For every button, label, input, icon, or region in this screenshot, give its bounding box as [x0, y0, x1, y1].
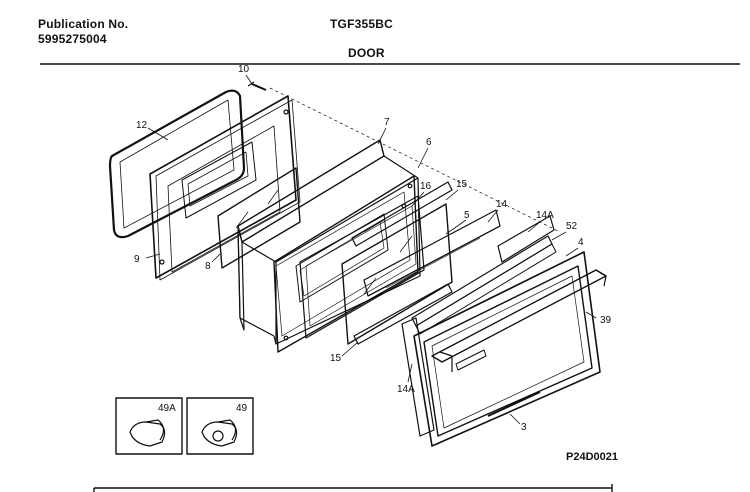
callout-14a-bottom: 14A — [397, 384, 415, 395]
callout-6: 6 — [426, 137, 432, 148]
part-insulation — [363, 209, 501, 297]
callout-14a-top: 14A — [536, 210, 554, 221]
section-title: DOOR — [348, 46, 385, 60]
bottom-frame — [93, 484, 613, 492]
callout-49a: 49A — [158, 403, 176, 414]
part-insulation-strip-bottom — [401, 317, 435, 437]
part-screw — [247, 81, 267, 91]
callout-39: 39 — [600, 315, 612, 326]
callout-9: 9 — [134, 254, 140, 265]
callout-8: 8 — [205, 261, 211, 272]
part-door-handle — [431, 269, 607, 372]
part-insulation-strip-top — [497, 215, 555, 263]
part-window-pack — [299, 195, 425, 339]
inset-box-49 — [186, 397, 254, 455]
callout-14: 14 — [496, 199, 508, 210]
model-number: TGF355BC — [330, 17, 393, 31]
callout-4: 4 — [578, 237, 584, 248]
callout-16: 16 — [420, 181, 432, 192]
callout-15-top: 15 — [456, 179, 468, 190]
part-glass-retainer-bottom — [353, 283, 453, 345]
callout-12: 12 — [136, 120, 148, 131]
callout-10: 10 — [238, 64, 250, 75]
part-gasket — [108, 89, 246, 239]
drawing-code: P24D0021 — [566, 451, 618, 463]
part-glass-retainer-top — [351, 181, 453, 247]
callout-52: 52 — [566, 221, 578, 232]
publication-number: 5995275004 — [38, 32, 107, 46]
publication-label: Publication No. — [38, 17, 129, 31]
callout-49: 49 — [236, 403, 248, 414]
callout-3: 3 — [521, 422, 527, 433]
callout-15-bottom: 15 — [330, 353, 342, 364]
part-door-panel — [237, 139, 421, 345]
inset-box-49a — [115, 397, 183, 455]
part-outer-door — [413, 251, 601, 447]
part-frame-strip — [411, 235, 557, 335]
callout-5: 5 — [464, 210, 470, 221]
callout-7: 7 — [384, 117, 390, 128]
part-inner-liner — [149, 95, 301, 281]
part-middle-glass — [341, 203, 453, 345]
leader-lines — [145, 74, 597, 425]
